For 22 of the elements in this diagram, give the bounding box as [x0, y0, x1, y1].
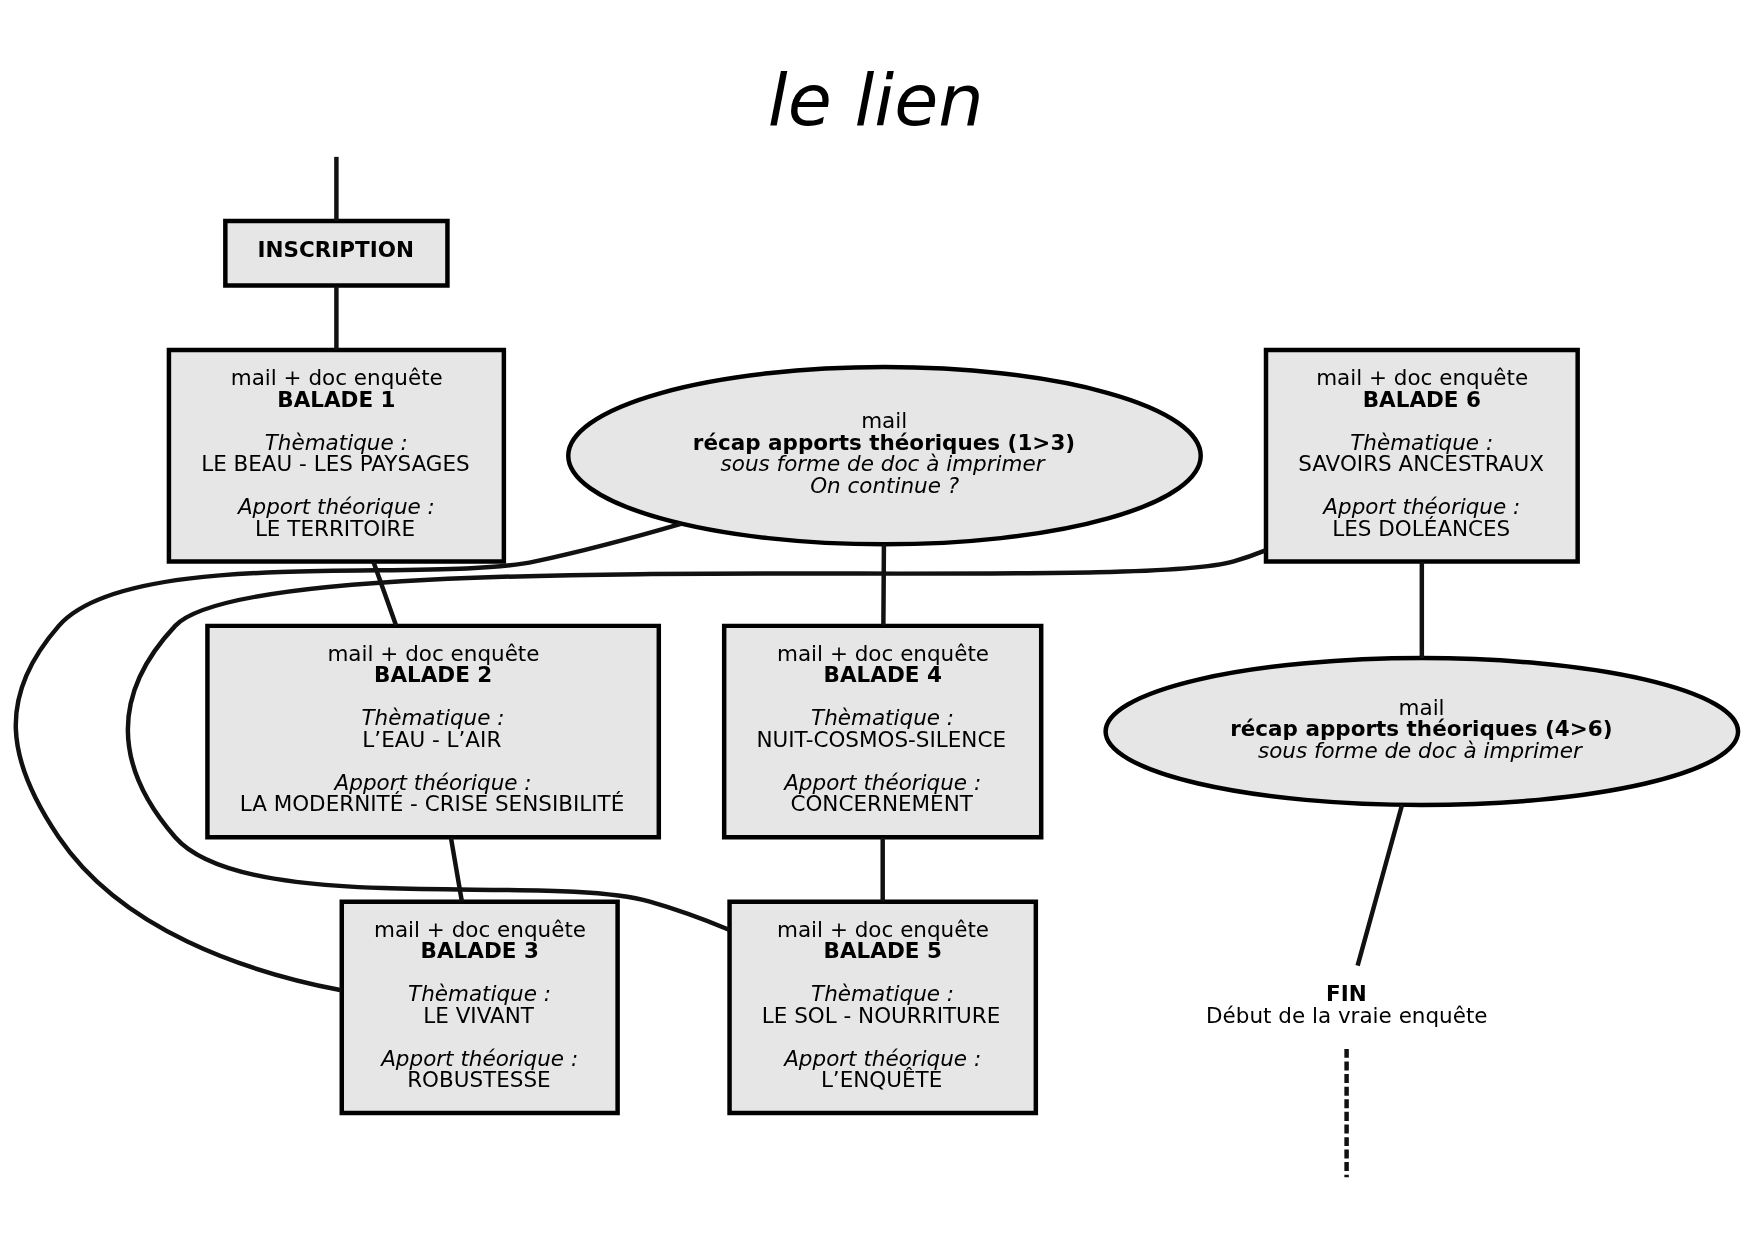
connector: [1419, 561, 1425, 658]
connector: [126, 547, 1267, 932]
node-box: mail + doc enquête BALADE 5 Thèmatique : LE SOL - NOURRITURE Apport théorique : L’ENQUÊTE: [727, 898, 1039, 1115]
connector: [13, 521, 682, 992]
connector: [880, 837, 885, 901]
node-box: mail + doc enquête BALADE 6 Thèmatique : SAVOIRS ANCESTRAUX Apport théorique : LES DOLÉANCES: [1263, 347, 1580, 564]
node-box: mail + doc enquête BALADE 4 Thèmatique : NUIT-COSMOS-SILENCE Apport théorique : CONCERNEMENT: [721, 623, 1044, 839]
node-box: mail + doc enquête BALADE 1 Thèmatique : LE BEAU - LES PAYSAGES Apport théorique : LE TERRITOIRE: [166, 347, 507, 564]
connector: [448, 836, 465, 902]
connector: [371, 560, 399, 626]
node-text: FIN Début de la vraie enquête: [1206, 980, 1488, 1028]
node-box: mail + doc enquête BALADE 3 Thèmatique : LE VIVANT Apport théorique : ROBUSTESSE: [339, 898, 620, 1115]
node-box: mail + doc enquête BALADE 2 Thèmatique : L’EAU - L’AIR Apport théorique : LA MODERNITÉ - CRISE SENSIBILITÉ: [205, 623, 662, 839]
connector: [881, 543, 887, 626]
connector: [334, 285, 339, 350]
connector: [334, 156, 339, 221]
connector: [1355, 803, 1405, 966]
node-box: INSCRIPTION: [223, 218, 450, 288]
connector: [1344, 1048, 1349, 1177]
diagram-title: le lien: [767, 58, 984, 142]
node-ellipse: mail récap apports théoriques (4>6) sous forme de doc à imprimer: [1103, 655, 1741, 807]
node-ellipse: mail récap apports théoriques (1>3) sous forme de doc à imprimer On continue ?: [566, 364, 1203, 547]
